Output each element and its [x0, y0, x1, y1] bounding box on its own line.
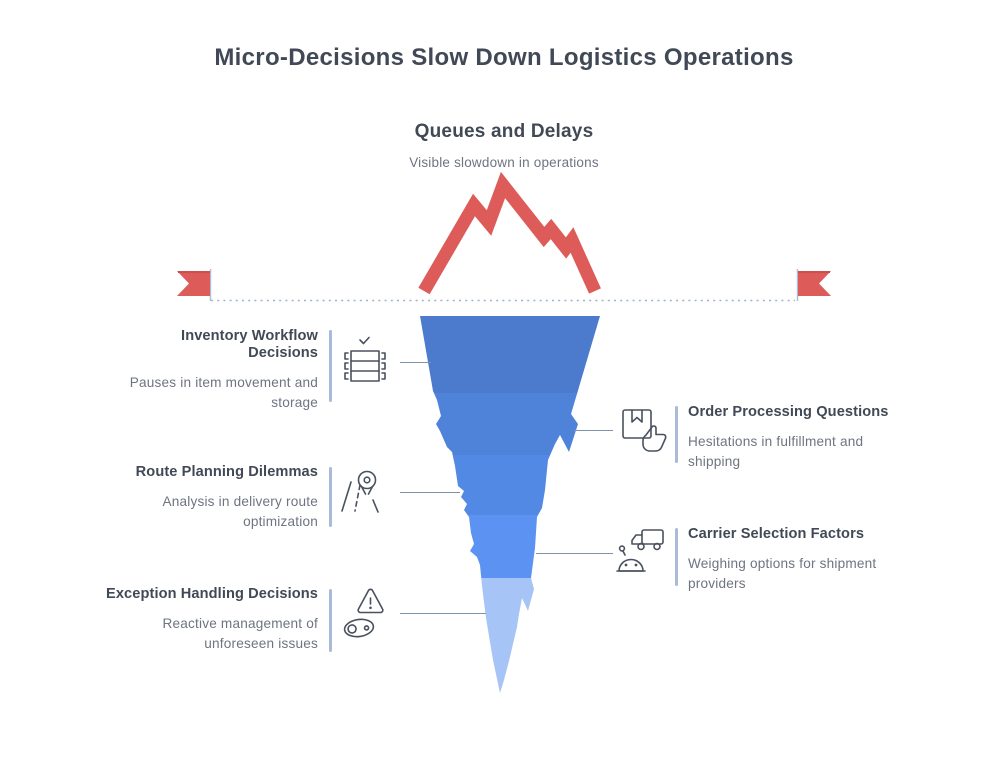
stage-divider-order — [675, 406, 678, 463]
funnel-segment-1 — [420, 316, 600, 393]
stage-title: Carrier Selection Factors — [688, 526, 865, 542]
stage-divider-carrier — [675, 528, 678, 586]
waterline — [177, 269, 831, 302]
stage-title: Exception Handling Decisions — [105, 586, 318, 602]
stage-description: Weighing options for shipment providers — [688, 556, 877, 591]
warning-triangle-icon — [343, 588, 384, 638]
iceberg-funnel — [420, 316, 600, 693]
stage-inventory-workflow: Inventory Workflow Decisions Pauses in i… — [78, 328, 318, 413]
stage-order-processing: Order Processing Questions Hesitations i… — [688, 404, 928, 472]
stage-description: Analysis in delivery route optimization — [162, 494, 318, 529]
stage-route-planning: Route Planning Dilemmas Analysis in deli… — [78, 464, 318, 532]
funnel-segment-4 — [420, 515, 600, 578]
funnel-segment-3 — [420, 455, 600, 515]
stage-description: Hesitations in fulfillment and shipping — [688, 434, 864, 469]
inventory-shelf-icon — [344, 336, 386, 382]
left-flag-ribbon-icon — [177, 271, 210, 296]
stage-carrier-selection: Carrier Selection Factors Weighing optio… — [688, 526, 938, 594]
stage-description: Pauses in item movement and storage — [129, 375, 318, 410]
stage-title: Inventory Workflow Decisions — [181, 328, 318, 361]
stage-title: Route Planning Dilemmas — [135, 464, 318, 480]
stage-divider-inventory — [329, 330, 332, 402]
funnel-segment-5 — [420, 578, 600, 693]
carrier-truck-icon — [616, 529, 664, 572]
surface-subheading: Visible slowdown in operations — [409, 155, 599, 170]
stage-divider-route — [329, 467, 332, 527]
funnel-segment-2 — [420, 393, 600, 455]
stage-description: Reactive management of unforeseen issues — [162, 616, 318, 651]
mountain-icon — [418, 171, 601, 295]
connector-lines — [400, 362, 613, 614]
route-location-pin-icon — [341, 470, 379, 513]
surface-heading: Queues and Delays — [414, 121, 594, 142]
package-hand-icon — [622, 409, 667, 452]
stage-title: Order Processing Questions — [688, 404, 889, 420]
right-flag-ribbon-icon — [798, 271, 831, 296]
page-title: Micro-Decisions Slow Down Logistics Oper… — [214, 44, 794, 71]
stage-divider-exception — [329, 589, 332, 652]
stage-exception-handling: Exception Handling Decisions Reactive ma… — [72, 586, 318, 654]
